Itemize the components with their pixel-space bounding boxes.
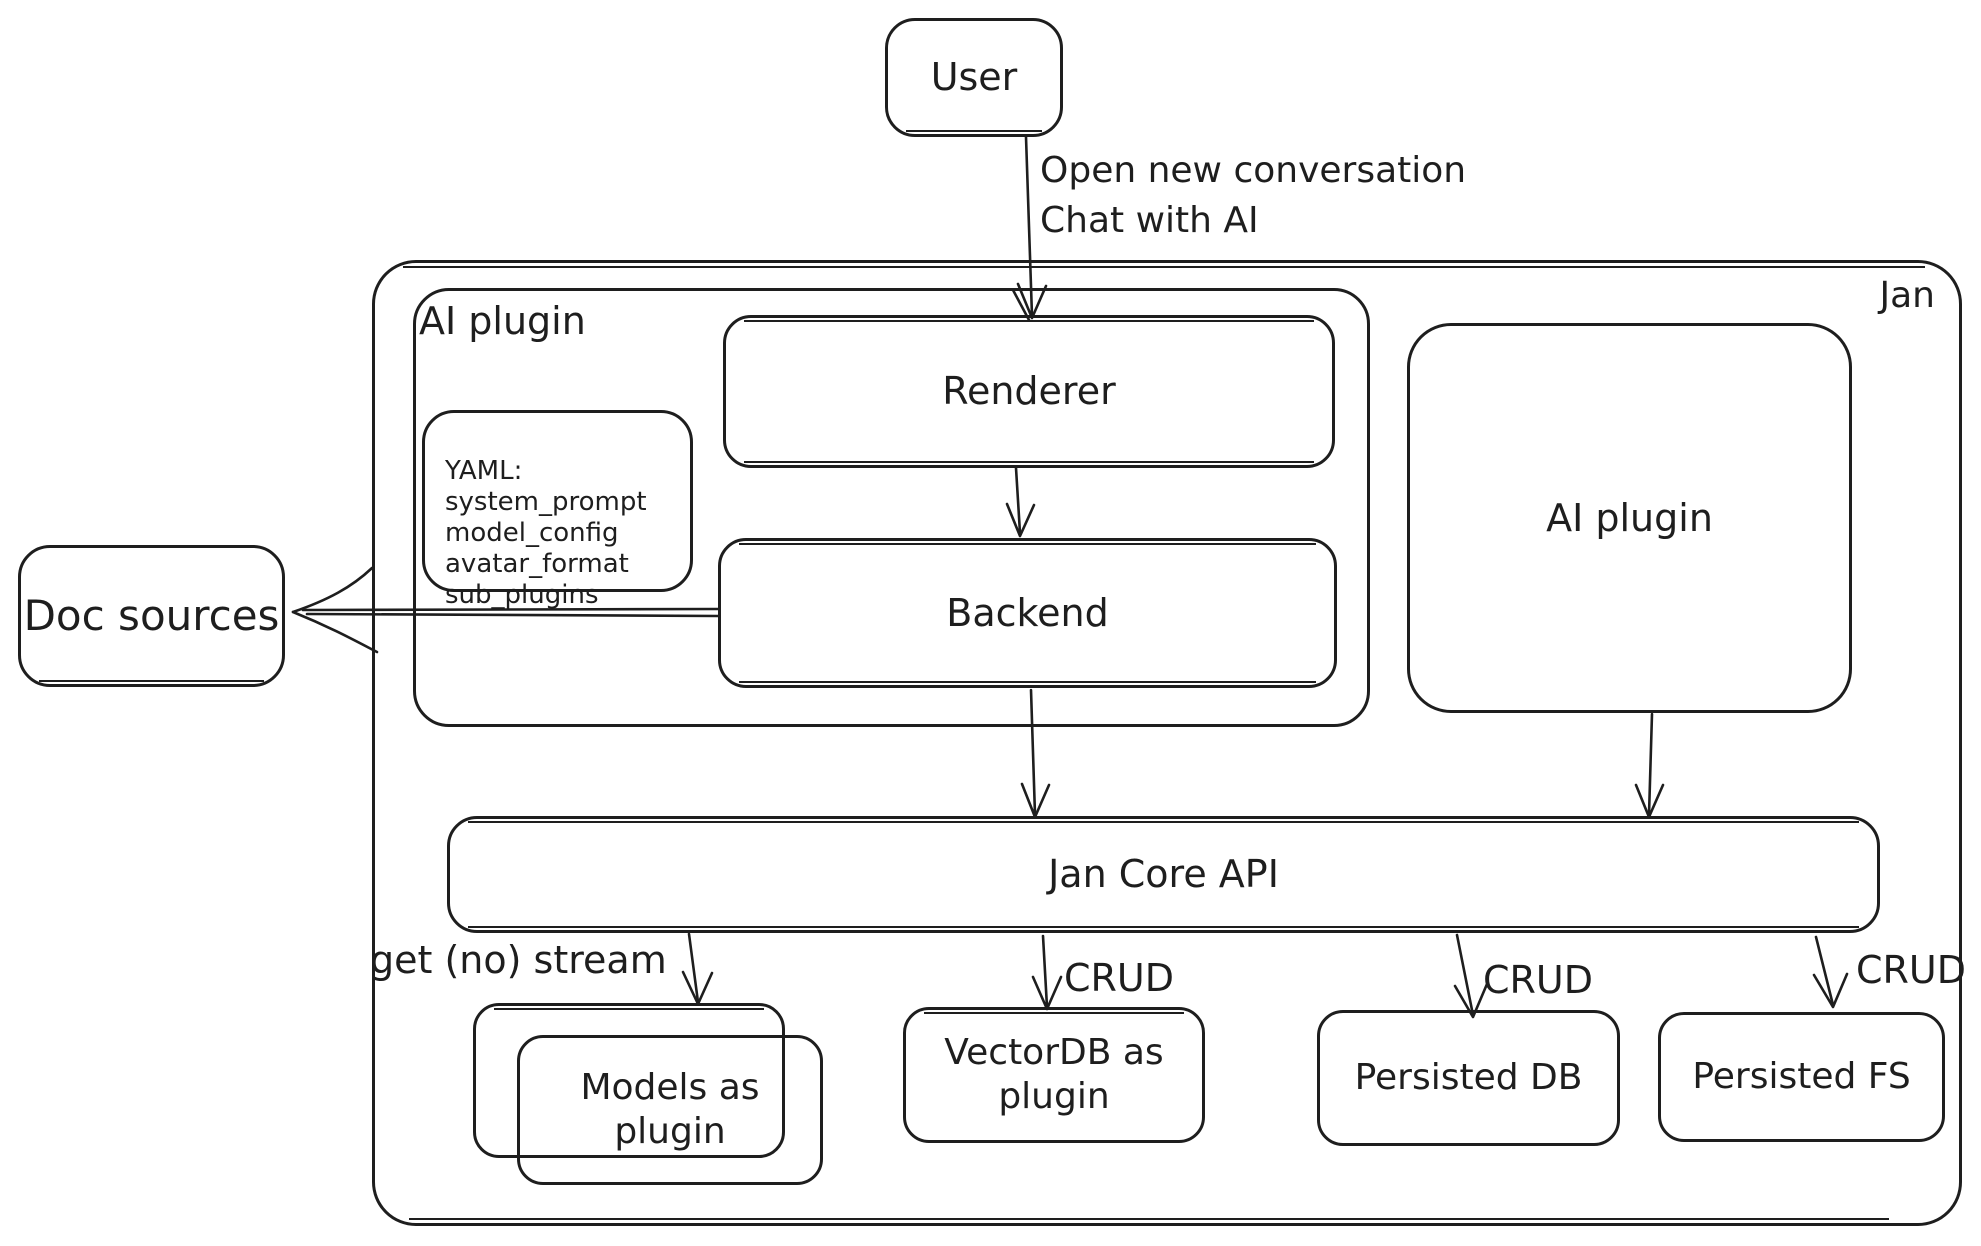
node-jan-core-api-label: Jan Core API (1048, 852, 1279, 897)
node-user-label: User (930, 55, 1018, 100)
ai-plugin-container: AI plugin (413, 288, 1370, 727)
node-vectordb-as-plugin-label: VectorDB as plugin (944, 1032, 1164, 1117)
node-persisted-fs-label: Persisted FS (1692, 1056, 1911, 1098)
node-models-as-plugin-stack (473, 1003, 785, 1158)
node-backend: Backend (718, 538, 1337, 688)
node-models-as-plugin: Models as plugin (517, 1035, 823, 1185)
edge-label-crud-persisted-db: CRUD (1483, 958, 1594, 1002)
node-models-as-plugin-label: Models as plugin (580, 1067, 760, 1152)
node-ai-plugin-label: AI plugin (1546, 495, 1713, 540)
arrow-ai-plugin-to-core-api (1634, 712, 1665, 819)
edge-label-get-no-stream: get (no) stream (370, 938, 667, 982)
node-jan-core-api: Jan Core API (447, 816, 1880, 933)
arrow-backend-to-doc-sources (291, 566, 720, 654)
arrow-core-api-to-vectordb (1031, 934, 1063, 1011)
node-user: User (885, 18, 1063, 137)
arrow-renderer-to-backend (1005, 466, 1036, 538)
node-persisted-db: Persisted DB (1317, 1010, 1620, 1146)
node-persisted-db-label: Persisted DB (1354, 1057, 1583, 1099)
arrow-user-to-renderer (1011, 135, 1048, 322)
arrow-backend-to-core-api (1020, 688, 1051, 819)
node-persisted-fs: Persisted FS (1658, 1012, 1945, 1142)
yaml-config-note: YAML: system_prompt model_config avatar_… (422, 410, 693, 610)
node-renderer: Renderer (723, 315, 1335, 468)
node-doc-sources-label: Doc sources (23, 591, 280, 641)
edge-label-crud-persisted-fs: CRUD (1856, 948, 1967, 992)
node-backend-label: Backend (946, 590, 1109, 635)
arrow-core-api-to-models (681, 932, 714, 1006)
node-vectordb-as-plugin: VectorDB as plugin (903, 1007, 1205, 1143)
yaml-config-text: YAML: system_prompt model_config avatar_… (445, 456, 647, 610)
jan-container-label: Jan (1879, 275, 1936, 316)
node-ai-plugin: AI plugin (1407, 323, 1852, 713)
node-renderer-label: Renderer (942, 369, 1116, 414)
arrow-core-api-to-persisted-fs (1812, 935, 1849, 1009)
ai-plugin-container-label: AI plugin (419, 299, 586, 343)
jan-container: Jan (372, 260, 1962, 1226)
edge-label-user-to-renderer: Open new conversation Chat with AI (1040, 150, 1467, 241)
node-doc-sources: Doc sources (18, 545, 285, 687)
edge-label-crud-vectordb: CRUD (1064, 956, 1175, 1000)
arrow-core-api-to-persisted-db (1453, 933, 1489, 1019)
